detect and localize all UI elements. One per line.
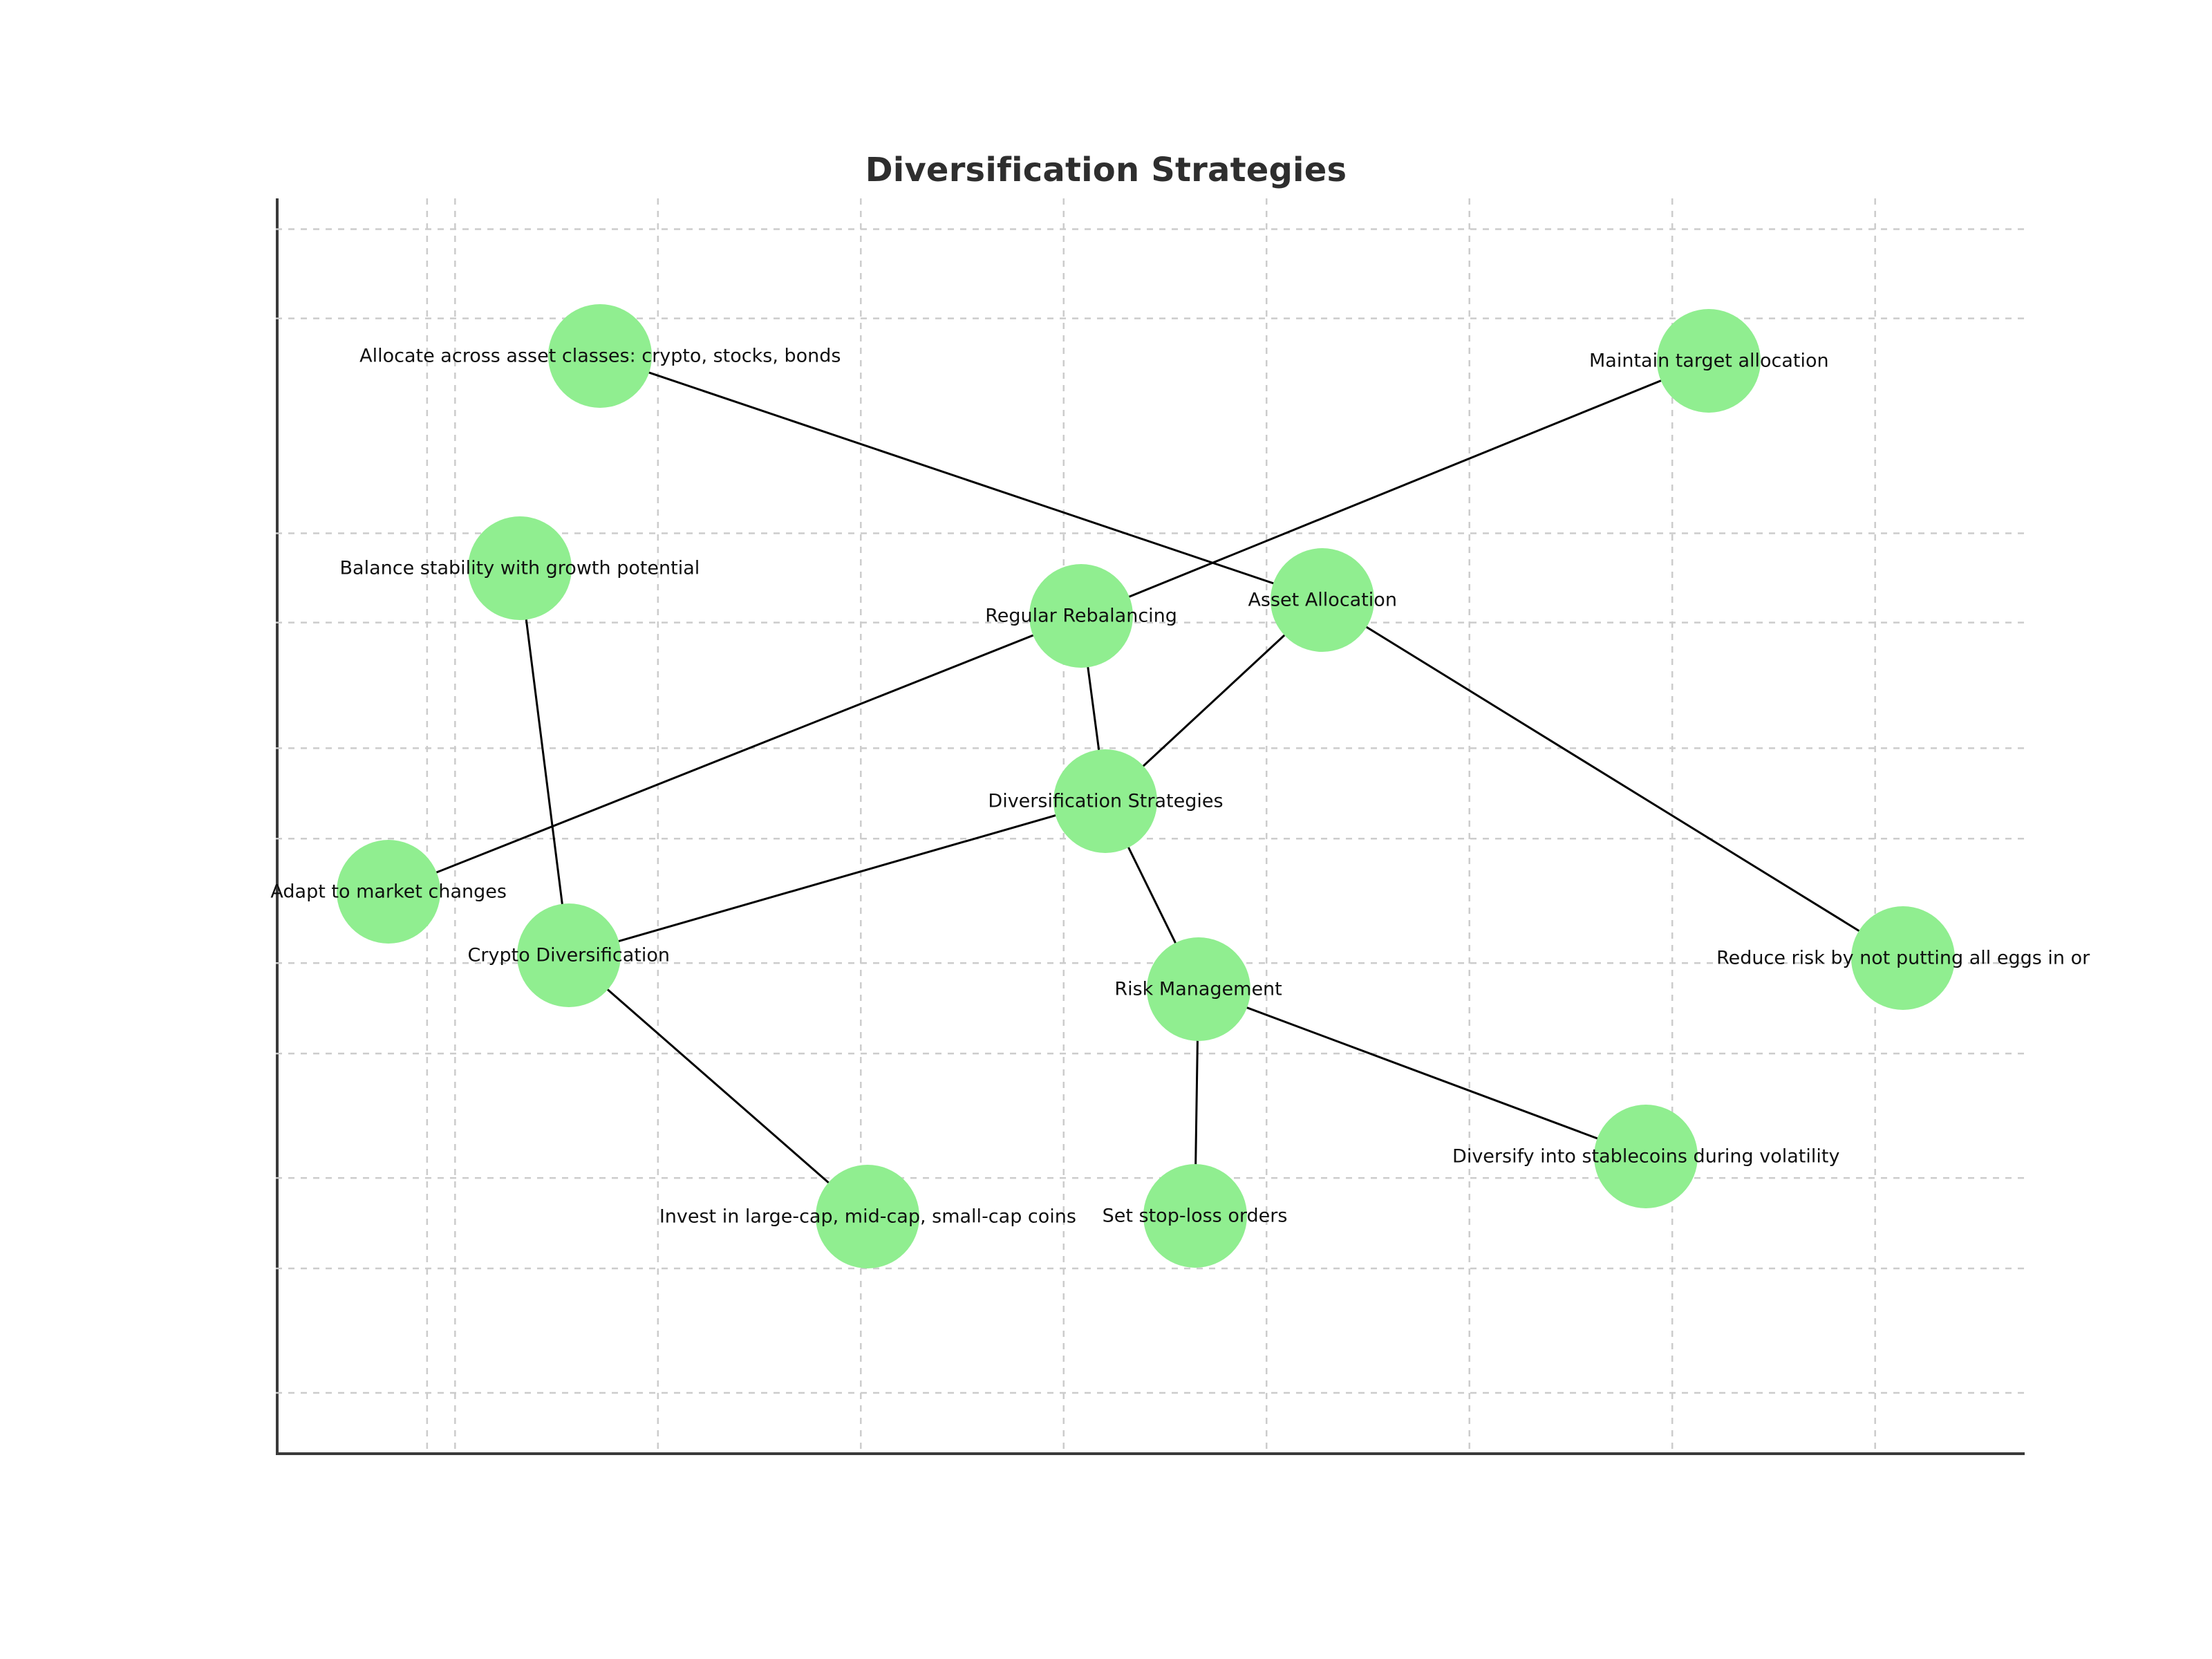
plot-area: Allocate across asset classes: crypto, s… bbox=[270, 198, 2090, 1455]
graph-edge bbox=[518, 568, 570, 956]
node-layer: Allocate across asset classes: crypto, s… bbox=[270, 198, 2090, 1455]
graph-node[interactable] bbox=[1851, 906, 1956, 1010]
axis-spine-bottom bbox=[276, 1452, 2025, 1455]
graph-edge bbox=[1322, 599, 1904, 959]
graph-edge bbox=[1080, 360, 1709, 617]
graph-node[interactable] bbox=[1146, 937, 1250, 1042]
graph-edge bbox=[388, 615, 1082, 893]
graph-node[interactable] bbox=[1029, 564, 1134, 668]
graph-node[interactable] bbox=[816, 1165, 920, 1269]
graph-edge bbox=[568, 955, 869, 1218]
graph-edge bbox=[568, 800, 1106, 957]
graph-node[interactable] bbox=[1053, 749, 1158, 853]
edge-layer bbox=[388, 355, 1904, 1218]
graph-node[interactable] bbox=[467, 516, 572, 621]
graph-node[interactable] bbox=[516, 903, 621, 1008]
graph-node[interactable] bbox=[1594, 1105, 1698, 1209]
graph-edge bbox=[599, 355, 1323, 601]
graph-node[interactable] bbox=[337, 839, 441, 944]
graph-edge bbox=[1198, 988, 1647, 1158]
graph-node[interactable] bbox=[548, 304, 653, 409]
page-title: Diversification Strategies bbox=[865, 151, 1347, 189]
graph-node[interactable] bbox=[1271, 547, 1375, 652]
graph-node[interactable] bbox=[1143, 1163, 1247, 1268]
axis-spine-left bbox=[276, 198, 279, 1455]
graph-node[interactable] bbox=[1657, 309, 1761, 413]
